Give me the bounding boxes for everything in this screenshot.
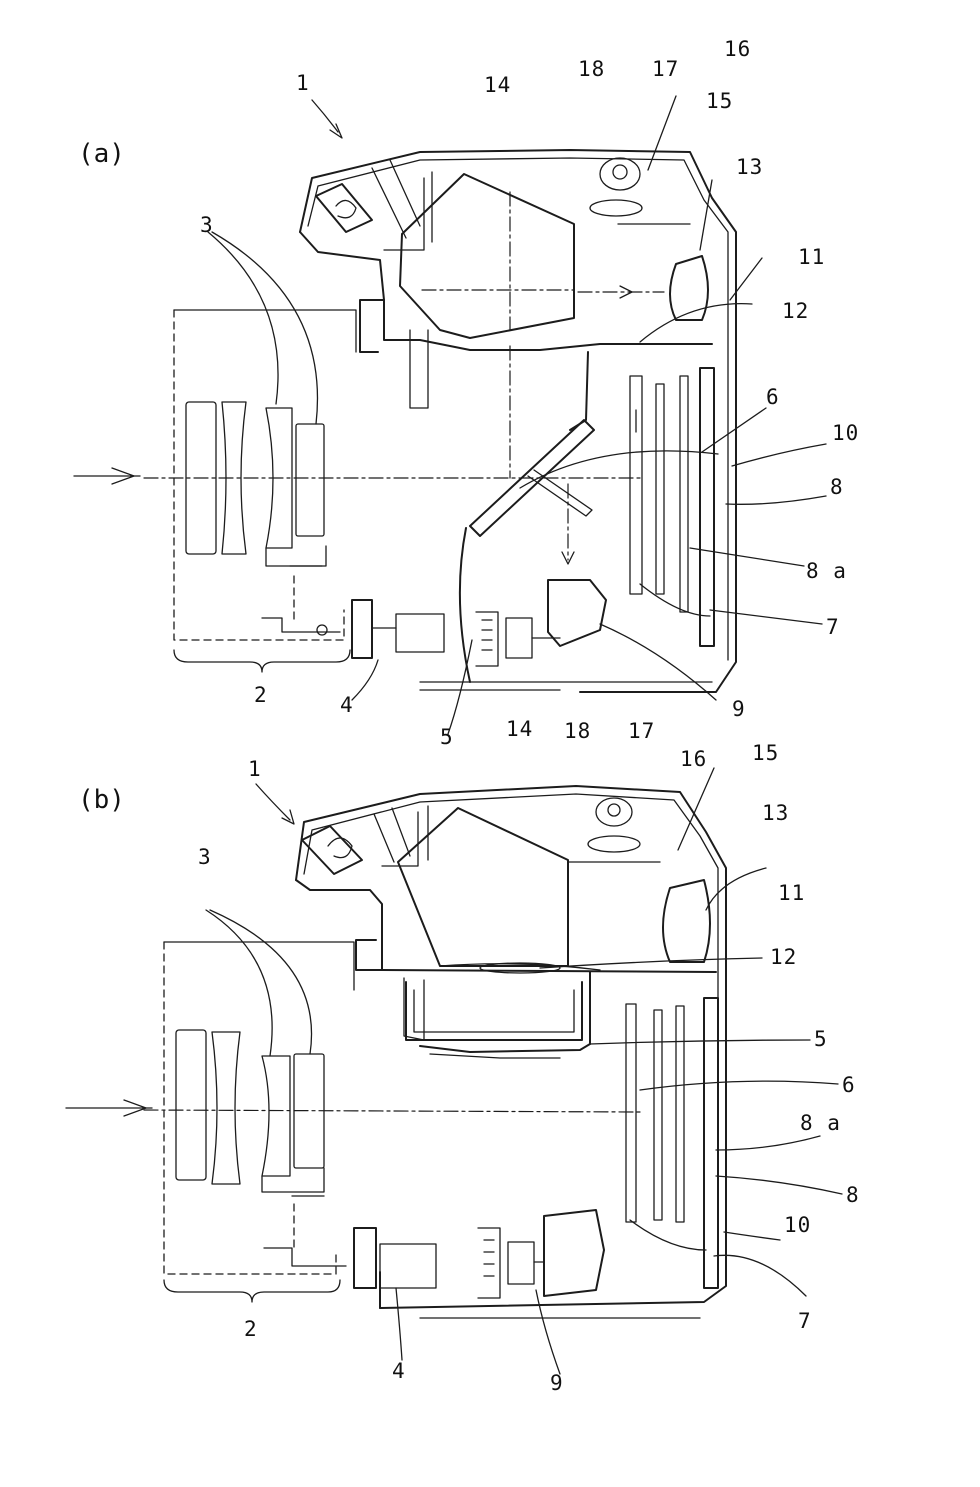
- top-elements-a: [589, 157, 691, 225]
- label-b-10: 10: [784, 1213, 811, 1237]
- panel-b-label: (b): [78, 785, 125, 815]
- focusing-screen-b: [439, 962, 601, 974]
- label-b-14: 14: [506, 717, 533, 741]
- pentaprism-a: [371, 159, 575, 339]
- label-a-6: 6: [766, 385, 780, 409]
- labels-a: 1 14 18 17 16 15 13 11 12 6 10 8 8 a 7 9…: [200, 37, 859, 749]
- camera-pointer-a: [311, 99, 343, 139]
- labels-b: 1 14 18 17 16 15 13 11 12 5 6 8 a 8 10 7…: [198, 717, 860, 1395]
- label-b-5: 5: [814, 1027, 828, 1051]
- panel-a-label: (a): [78, 139, 125, 169]
- label-b-8: 8: [846, 1183, 860, 1207]
- label-b-17: 17: [628, 719, 655, 743]
- eyepiece-lens-a: [669, 255, 709, 321]
- eye-sensor-a: [315, 183, 373, 233]
- lens-unit-a: [173, 231, 445, 673]
- label-a-11: 11: [798, 245, 825, 269]
- label-a-9: 9: [732, 697, 746, 721]
- mirror-assembly-a: [469, 419, 595, 537]
- label-a-14: 14: [484, 73, 511, 97]
- label-b-16: 16: [680, 747, 707, 771]
- label-a-10: 10: [832, 421, 859, 445]
- light-arrow-a: [73, 467, 141, 485]
- label-b-1: 1: [248, 757, 262, 781]
- sensor-stack-a: [629, 367, 715, 647]
- sensor-stack-b: [625, 997, 719, 1289]
- label-a-12: 12: [782, 299, 809, 323]
- label-b-18: 18: [564, 719, 591, 743]
- label-a-3: 3: [200, 213, 214, 237]
- label-a-1: 1: [296, 71, 310, 95]
- panel-b: (b): [65, 717, 860, 1395]
- pentaprism-b: [373, 805, 661, 967]
- label-b-4: 4: [392, 1359, 406, 1383]
- top-elements-b: [587, 797, 641, 853]
- label-a-16: 16: [724, 37, 751, 61]
- label-a-8: 8: [830, 475, 844, 499]
- label-a-2: 2: [254, 683, 268, 707]
- label-b-8a: 8 a: [800, 1111, 841, 1135]
- eye-sensor-b: [301, 825, 363, 875]
- af-sensor-b: [477, 1209, 605, 1299]
- label-b-6: 6: [842, 1073, 856, 1097]
- light-arrow-b: [65, 1099, 153, 1117]
- label-b-15: 15: [752, 741, 779, 765]
- eyepiece-lens-b: [662, 879, 711, 963]
- camera-pointer-b: [255, 783, 295, 825]
- af-sensor-a: [475, 579, 607, 667]
- leader-lines-a: [351, 95, 827, 735]
- label-a-7: 7: [826, 615, 840, 639]
- label-a-4: 4: [340, 693, 354, 717]
- label-b-2: 2: [244, 1317, 258, 1341]
- label-a-15: 15: [706, 89, 733, 113]
- label-b-13: 13: [762, 801, 789, 825]
- label-b-11: 11: [778, 881, 805, 905]
- leader-lines-b: [395, 767, 843, 1375]
- label-a-17: 17: [652, 57, 679, 81]
- optical-axes-b: [143, 1109, 641, 1113]
- label-b-9: 9: [550, 1371, 564, 1395]
- optical-axes-a: [143, 285, 665, 565]
- label-b-7: 7: [798, 1309, 812, 1333]
- label-b-3: 3: [198, 845, 212, 869]
- panel-a: (a): [73, 37, 859, 749]
- lens-unit-b: [163, 909, 437, 1303]
- label-a-8a: 8 a: [806, 559, 847, 583]
- label-a-18: 18: [578, 57, 605, 81]
- mirror-box-b: [405, 971, 591, 1059]
- camera-body-a: [299, 149, 737, 693]
- label-a-13: 13: [736, 155, 763, 179]
- label-a-5: 5: [440, 725, 454, 749]
- label-b-12: 12: [770, 945, 797, 969]
